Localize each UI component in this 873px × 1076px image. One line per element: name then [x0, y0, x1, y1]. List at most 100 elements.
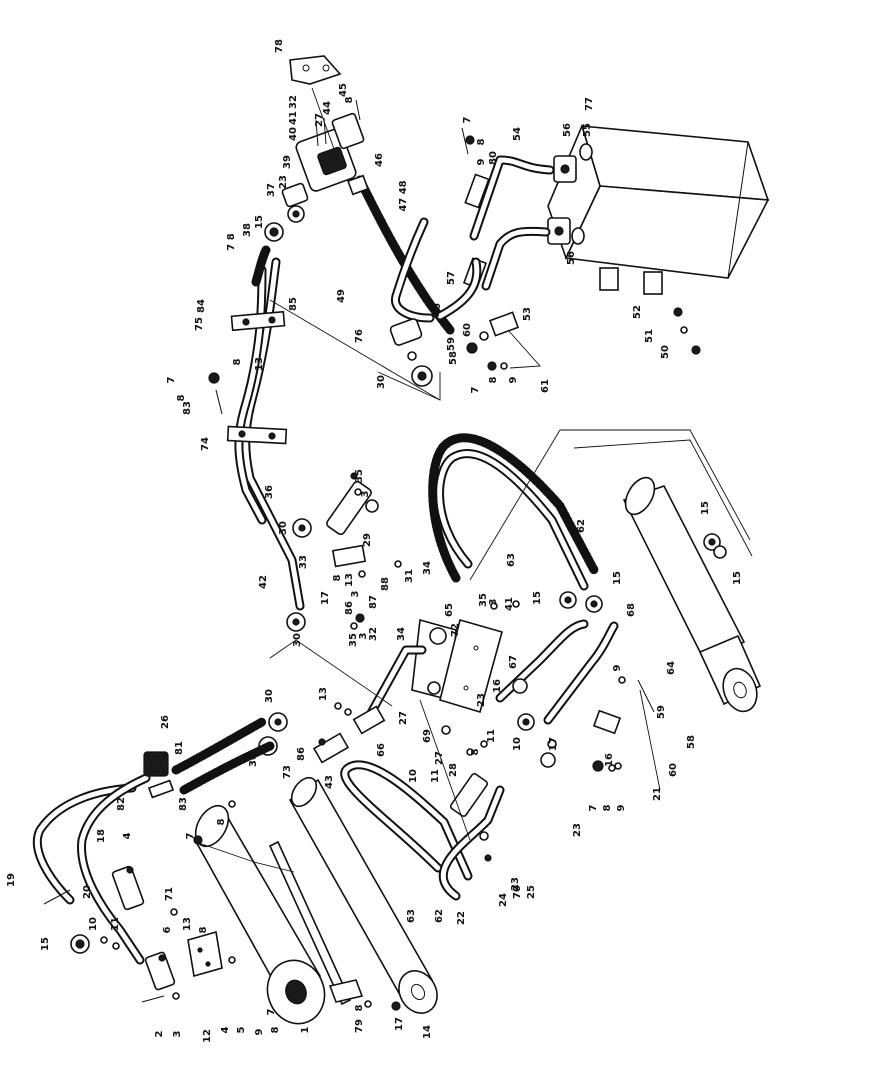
part-callout-c3c: 3 — [358, 632, 369, 639]
main-cylinder-body — [192, 804, 326, 1025]
part-callout-c27: 27 — [398, 711, 409, 725]
part-callout-c86b: 86 — [296, 747, 307, 761]
part-callout-c23b: 23 — [510, 877, 521, 891]
part-callout-c82: 82 — [116, 797, 127, 811]
part-callout-c8: 8 — [198, 926, 209, 933]
part-callout-c7g: 7 — [462, 116, 473, 123]
part-callout-c83: 83 — [182, 401, 193, 415]
part-callout-c84: 84 — [196, 299, 207, 313]
part-callout-c56: 56 — [562, 123, 573, 137]
control-valve-lower — [352, 645, 427, 735]
part-callout-c52: 52 — [632, 305, 643, 319]
part-callout-c35c: 35 — [478, 593, 489, 607]
part-callout-c8j: 8 — [344, 96, 355, 103]
part-callout-c19: 19 — [6, 873, 17, 887]
part-callout-c55: 55 — [582, 123, 593, 137]
part-callout-c13d: 13 — [344, 573, 355, 587]
part-callout-c9d: 9 — [476, 158, 487, 165]
part-callout-c42: 42 — [258, 575, 269, 589]
part-callout-c38: 38 — [242, 223, 253, 237]
part-callout-c16: 16 — [492, 679, 503, 693]
pump-gasket — [289, 55, 342, 85]
part-callout-c15: 15 — [40, 937, 51, 951]
lift-cylinder-right — [622, 476, 762, 713]
part-callout-c8i: 8 — [602, 804, 613, 811]
part-callout-c59b: 59 — [656, 705, 667, 719]
part-callout-c14: 14 — [422, 1025, 433, 1039]
part-callout-c24: 24 — [498, 893, 509, 907]
part-callout-c62: 62 — [576, 519, 587, 533]
part-callout-c10c: 10 — [512, 737, 523, 751]
part-callout-c58: 58 — [448, 351, 459, 365]
part-callout-c11: 11 — [110, 917, 121, 931]
pump-outlet-fitting — [347, 174, 369, 196]
part-callout-c50: 50 — [660, 345, 671, 359]
part-callout-c15c: 15 — [532, 591, 543, 605]
part-callout-c63: 63 — [506, 553, 517, 567]
part-callout-c10b: 10 — [408, 769, 419, 783]
part-callout-c65: 65 — [444, 603, 455, 617]
part-callout-c11c: 11 — [486, 729, 497, 743]
part-callout-c64: 64 — [666, 661, 677, 675]
part-callout-c7c: 7 — [166, 376, 177, 383]
pressure-hose-pair — [234, 245, 305, 611]
part-callout-c63b: 63 — [406, 909, 417, 923]
part-callout-c59: 59 — [446, 337, 457, 351]
part-callout-c25: 25 — [526, 885, 537, 899]
clamp-bolt — [208, 372, 223, 415]
part-callout-c1: 1 — [300, 1026, 311, 1033]
part-callout-c40: 40 — [288, 127, 299, 141]
return-hose-assembly — [355, 175, 482, 335]
part-callout-c21: 21 — [652, 787, 663, 801]
part-callout-c17b: 17 — [320, 591, 331, 605]
part-callout-c86: 86 — [344, 601, 355, 615]
hose-clamp-left — [143, 751, 175, 799]
part-callout-c46b: 46 — [432, 303, 443, 317]
part-callout-c17: 17 — [394, 1017, 405, 1031]
part-callout-c9: 9 — [254, 1028, 265, 1035]
part-callout-c8h: 8 — [470, 748, 481, 755]
part-callout-c74: 74 — [200, 437, 211, 451]
part-callout-c23d: 23 — [278, 175, 289, 189]
hose-clamp-upper — [230, 310, 286, 332]
part-callout-c43: 43 — [324, 775, 335, 789]
part-callout-c10: 10 — [88, 917, 99, 931]
part-callout-c33: 33 — [298, 555, 309, 569]
rigid-tube-assembly — [495, 619, 619, 725]
part-callout-c35: 35 — [354, 469, 365, 483]
part-callout-c27c: 27 — [314, 113, 325, 127]
swivel-fitting — [70, 591, 603, 954]
part-callout-c20: 20 — [82, 885, 93, 899]
part-callout-c67: 67 — [508, 655, 519, 669]
part-callout-c9c: 9 — [616, 804, 627, 811]
part-callout-c87: 87 — [368, 595, 379, 609]
part-callout-c31: 31 — [404, 569, 415, 583]
part-callout-c60b: 60 — [668, 763, 679, 777]
elbow-fitting — [258, 365, 433, 756]
part-callout-c36: 36 — [264, 485, 275, 499]
part-callout-c3b: 3 — [360, 490, 371, 497]
cylinder-hose-pair-upper — [428, 433, 599, 591]
part-callout-c30b: 30 — [248, 753, 259, 767]
part-callout-c11b: 11 — [430, 769, 441, 783]
part-callout-c23: 23 — [476, 693, 487, 707]
pivot-rod — [268, 840, 364, 1006]
part-callout-c30d: 30 — [278, 521, 289, 535]
cylinder-hose-pair-lower — [340, 760, 505, 901]
part-callout-c8k: 8 — [476, 138, 487, 145]
part-callout-c41b: 41 — [504, 597, 515, 611]
part-callout-c7b: 7 — [266, 1008, 277, 1015]
part-callout-c15b: 15 — [254, 215, 265, 229]
filter-element — [389, 318, 423, 361]
part-callout-c7f: 7 8 — [226, 233, 237, 250]
part-callout-c49: 49 — [336, 289, 347, 303]
mounting-bracket — [592, 709, 622, 772]
part-callout-c85: 85 — [288, 297, 299, 311]
part-callout-c80: 80 — [488, 151, 499, 165]
part-callout-c76: 76 — [354, 329, 365, 343]
part-callout-c46: 46 — [374, 153, 385, 167]
part-callout-c37: 37 — [266, 183, 277, 197]
part-callout-c18: 18 — [96, 829, 107, 843]
filter-mount-block — [466, 311, 520, 371]
part-callout-c30: 30 — [264, 689, 275, 703]
